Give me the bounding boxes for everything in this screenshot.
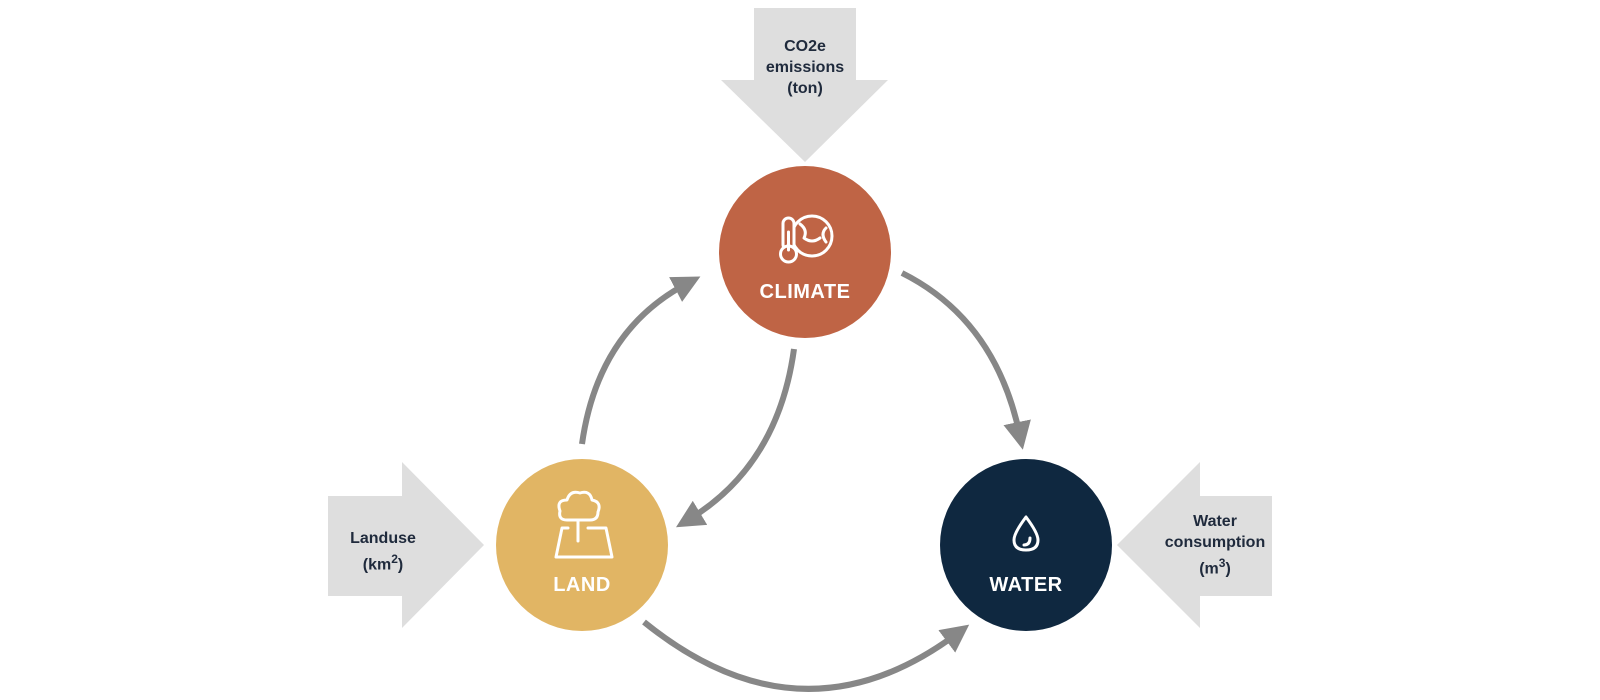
landuse-line1: Landuse	[350, 530, 416, 547]
co2-input-label: CO2e emissions (ton)	[745, 36, 865, 99]
water-line1: Water	[1193, 513, 1237, 530]
arrow-climate-to-land	[675, 348, 797, 528]
climate-node	[719, 166, 891, 338]
landuse-input-arrow	[328, 462, 484, 628]
climate-label: CLIMATE	[759, 281, 851, 303]
co2-line3: (ton)	[787, 80, 823, 97]
thermometer-globe-icon	[779, 214, 834, 264]
water-drop-icon	[1012, 515, 1040, 552]
land-label: LAND	[553, 574, 611, 596]
water-line2: consumption	[1164, 534, 1266, 551]
arrow-climate-to-water	[900, 270, 1031, 450]
co2-line2: emissions	[765, 59, 845, 76]
landuse-input-label: Landuse (km2)	[333, 528, 433, 575]
co2-input-arrow	[721, 8, 888, 162]
land-node	[496, 459, 668, 631]
landuse-unit-sup: 2	[391, 552, 398, 566]
water-unit-sup: 3	[1218, 556, 1226, 570]
co2-line1: CO2e	[784, 38, 826, 55]
water-unit-pre: (m	[1199, 560, 1219, 578]
water-line3: (m3)	[1150, 553, 1280, 579]
arrow-land-to-water	[642, 619, 970, 692]
water-input-arrow	[1117, 462, 1272, 628]
water-input-label: Water consumption (m3)	[1150, 511, 1280, 579]
water-unit-post: )	[1225, 560, 1231, 578]
tree-plot-icon	[554, 490, 614, 559]
landuse-line2: (km2)	[333, 549, 433, 575]
arrow-land-to-climate	[579, 276, 701, 445]
water-label: WATER	[989, 574, 1063, 596]
landuse-unit-post: )	[397, 556, 404, 574]
landuse-unit-pre: (km	[362, 556, 392, 574]
